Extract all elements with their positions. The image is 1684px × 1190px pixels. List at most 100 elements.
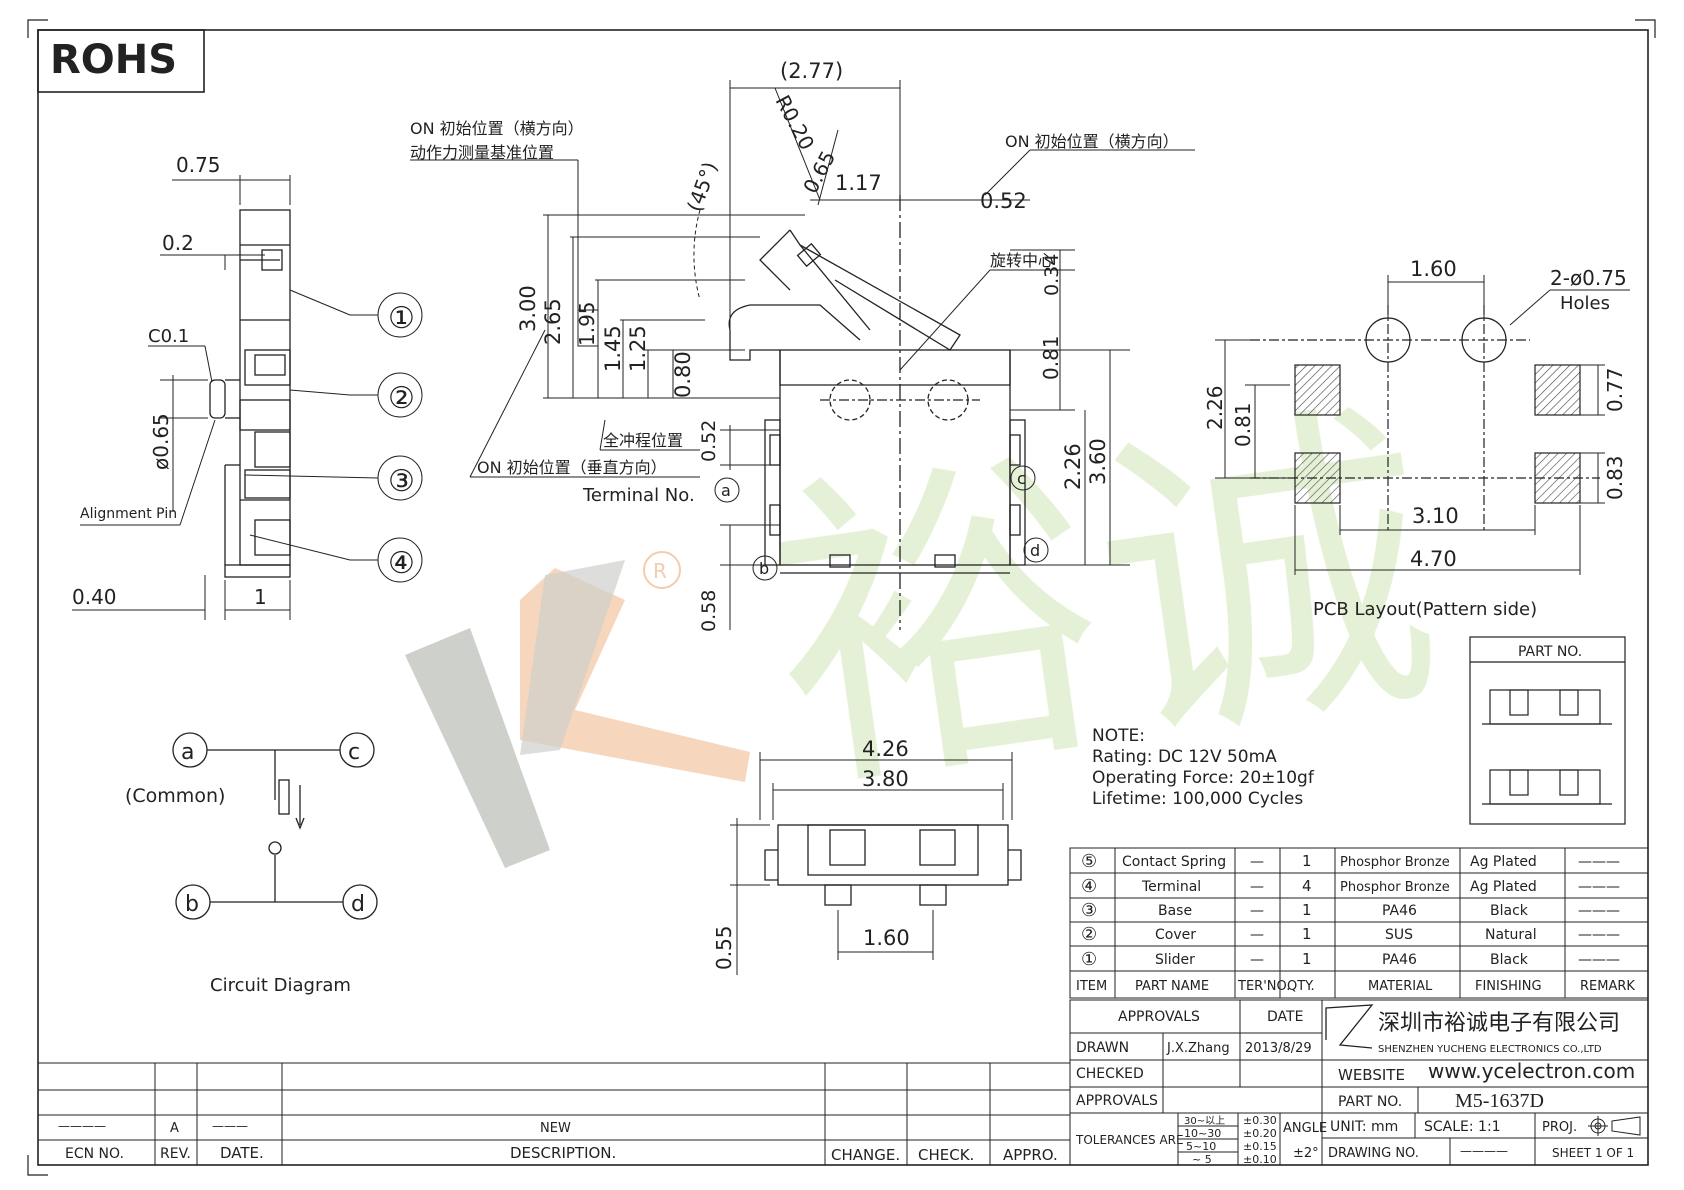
pcb-dim-077: 0.77 <box>1603 367 1627 412</box>
annotation-rotation-center: 旋转中心 <box>990 251 1054 270</box>
pcb-layout-caption: PCB Layout(Pattern side) <box>1313 599 1537 620</box>
title-block-grid <box>1069 999 1649 1166</box>
bom-cell-material: Phosphor Bronze <box>1340 855 1450 870</box>
bom-cell-remark: ——— <box>1578 952 1620 968</box>
terminal-c-label: c <box>1017 469 1026 488</box>
bom-cell-finishing: Black <box>1490 903 1529 919</box>
pcb-dims <box>1215 275 1630 575</box>
circuit-terminal-a: a <box>181 740 194 765</box>
bom-cell-qty: 1 <box>1302 901 1312 919</box>
revision-header-description: DESCRIPTION. <box>510 1144 616 1162</box>
terminal-a-label: a <box>721 481 731 500</box>
bom-cell-name: Base <box>1158 903 1192 919</box>
bom-cell-remark: ——— <box>1578 854 1620 870</box>
website-label: WEBSITE <box>1338 1066 1405 1084</box>
bom-cell-item: ④ <box>1081 876 1097 897</box>
registered-mark: R <box>653 559 667 583</box>
callout-3: ③ <box>388 464 415 499</box>
annotation-on-initial-horizontal-2: ON 初始位置（横方向） <box>1005 132 1179 151</box>
website-url: www.ycelectron.com <box>1428 1059 1635 1083</box>
dim-034: 0.34 <box>1041 254 1063 296</box>
bom-cell-ter: — <box>1250 952 1264 968</box>
sheet-label: SHEET 1 OF 1 <box>1552 1146 1634 1160</box>
drawing-no-value: ———— <box>1460 1144 1508 1158</box>
callout-4: ④ <box>388 546 415 581</box>
circuit-diagram-caption: Circuit Diagram <box>210 975 351 996</box>
note-operating-force: Operating Force: 20±10gf <box>1092 768 1315 788</box>
callout-2: ② <box>388 381 415 416</box>
bottom-view <box>764 824 1022 906</box>
dim-45deg: (45°) <box>682 159 722 215</box>
part-number: M5-1637D <box>1455 1090 1544 1112</box>
dim-side-040: 0.40 <box>72 585 117 609</box>
part-no-box-title: PART NO. <box>1518 644 1582 660</box>
annotation-full-stroke: 全冲程位置 <box>603 431 683 450</box>
sheet-border <box>27 19 1656 1176</box>
tol-value-2: ±0.20 <box>1243 1127 1277 1140</box>
main-view <box>728 195 1026 630</box>
bom-cell-qty: 1 <box>1302 950 1312 968</box>
bom-cell-item: ① <box>1081 949 1097 970</box>
revision-header-change: CHANGE. <box>831 1146 900 1164</box>
revision-header-rev: REV. <box>160 1146 191 1162</box>
tol-value-3: ±0.15 <box>1243 1140 1277 1153</box>
bom-cell-name: Cover <box>1155 927 1196 943</box>
dim-195: 1.95 <box>575 301 599 346</box>
bom-cell-ter: — <box>1250 879 1264 895</box>
note-rating: Rating: DC 12V 50mA <box>1092 747 1277 767</box>
drawn-by: J.X.Zhang <box>1166 1041 1230 1056</box>
table-row: ① Slider — 1 PA46 Black ——— <box>1081 949 1620 970</box>
bom-cell-qty: 1 <box>1302 852 1312 870</box>
bom-header-remark: REMARK <box>1580 979 1635 994</box>
dim-080: 0.80 <box>671 351 695 398</box>
tol-range-1: 30~以上 <box>1184 1115 1225 1127</box>
dim-265: 2.65 <box>541 298 565 345</box>
terminal-no-label: Terminal No. <box>582 485 695 506</box>
angle-value: ±2° <box>1293 1146 1319 1161</box>
dim-side-02: 0.2 <box>162 231 194 255</box>
bom-cell-material: SUS <box>1385 927 1413 943</box>
circuit-terminal-d: d <box>351 892 365 917</box>
tol-value-1: ±0.30 <box>1243 1114 1277 1127</box>
dim-081: 0.81 <box>1039 335 1063 380</box>
dim-145: 1.45 <box>601 325 625 372</box>
table-header-row: ITEM PART NAME TER'NO. QTY. MATERIAL FIN… <box>1076 979 1635 994</box>
dim-058: 0.58 <box>698 590 720 632</box>
bom-cell-finishing: Natural <box>1485 927 1537 943</box>
circuit-diagram <box>172 732 378 920</box>
dim-226: 2.26 <box>1061 443 1085 490</box>
bom-header-finishing: FINISHING <box>1475 979 1542 994</box>
table-row: ④ Terminal — 4 Phosphor Bronze Ag Plated… <box>1081 876 1620 897</box>
table-row: ② Cover — 1 SUS Natural ——— <box>1081 924 1620 945</box>
dim-065: 0.65 <box>798 147 840 198</box>
dim-125: 1.25 <box>626 325 650 372</box>
pcb-dim-holes: 2-ø0.75 <box>1550 266 1627 290</box>
pcb-dim-081: 0.81 <box>1231 402 1255 447</box>
annotation-on-initial-vertical: ON 初始位置（垂直方向） <box>477 458 667 477</box>
revision-date-value: ——— <box>212 1119 248 1133</box>
drawn-label: DRAWN <box>1076 1040 1129 1056</box>
bottom-dim-426: 4.26 <box>862 737 909 761</box>
dim-side-c01: C0.1 <box>148 326 189 347</box>
projection-label: PROJ. <box>1542 1120 1577 1135</box>
side-view-dims <box>72 175 423 620</box>
dim-360: 3.60 <box>1086 438 1110 485</box>
company-name-en: SHENZHEN YUCHENG ELECTRONICS CO.,LTD <box>1378 1044 1602 1055</box>
circuit-terminal-b: b <box>185 892 199 917</box>
bom-header-qty: QTY. <box>1287 979 1315 994</box>
drawing-no-label: DRAWING NO. <box>1328 1146 1419 1161</box>
date-header: DATE <box>1267 1009 1303 1025</box>
bom-cell-qty: 4 <box>1302 877 1312 895</box>
bom-header-ter-no: TER'NO. <box>1237 979 1290 994</box>
revision-header-appro: APPRO. <box>1003 1146 1058 1164</box>
circuit-common-label: (Common) <box>125 785 225 807</box>
side-view <box>209 209 291 578</box>
terminal-b-label: b <box>759 559 769 578</box>
bom-table: ⑤ Contact Spring — 1 Phosphor Bronze Ag … <box>1076 851 1635 994</box>
bom-cell-name: Terminal <box>1141 879 1201 895</box>
rohs-label: ROHS <box>50 37 177 83</box>
revision-header-ecn-no: ECN NO. <box>65 1146 124 1162</box>
bom-cell-material: PA46 <box>1382 952 1417 968</box>
bom-header-material: MATERIAL <box>1368 979 1433 994</box>
dim-117: 1.17 <box>835 171 882 195</box>
